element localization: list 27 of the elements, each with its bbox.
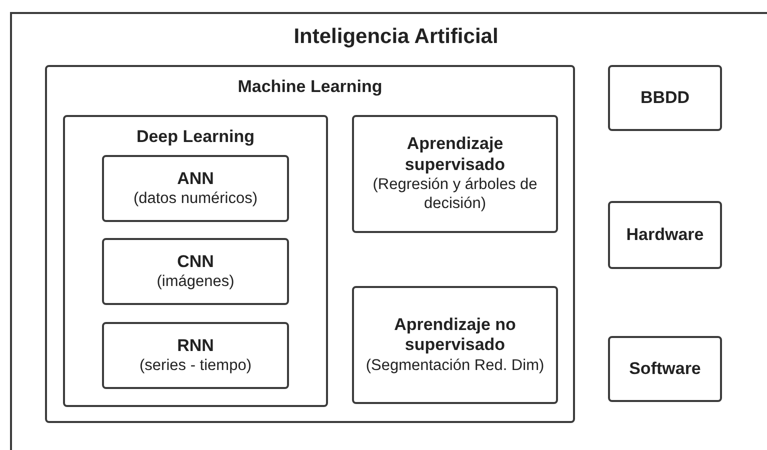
box-description: (Regresión y árboles de decisión) bbox=[372, 175, 538, 214]
process-box bbox=[102, 238, 289, 305]
process-box bbox=[102, 322, 289, 389]
box-description: (datos numéricos) bbox=[133, 189, 258, 208]
process-box bbox=[352, 115, 558, 233]
process-box bbox=[608, 201, 722, 269]
box-heading: ANN bbox=[177, 168, 214, 189]
process-box bbox=[102, 155, 289, 222]
process-box bbox=[352, 286, 558, 404]
box-heading: Inteligencia Artificial bbox=[294, 24, 498, 50]
box-description: (series - tiempo) bbox=[140, 356, 252, 376]
box-heading: Aprendizaje supervisado bbox=[404, 134, 506, 176]
process-box bbox=[608, 65, 722, 131]
box-heading: Hardware bbox=[626, 224, 704, 246]
box-heading: BBDD bbox=[640, 88, 690, 108]
box-heading: Machine Learning bbox=[238, 77, 382, 98]
box-description: (imágenes) bbox=[156, 272, 234, 292]
box-heading: Deep Learning bbox=[136, 127, 255, 148]
group-box bbox=[45, 65, 575, 423]
box-description: (Segmentación Red. Dim) bbox=[366, 356, 544, 376]
box-heading: CNN bbox=[177, 252, 214, 272]
process-box bbox=[608, 336, 722, 402]
box-heading: Software bbox=[629, 358, 701, 380]
group-box bbox=[10, 12, 767, 450]
box-heading: Aprendizaje no supervisado bbox=[393, 314, 517, 356]
box-heading: RNN bbox=[177, 336, 214, 356]
group-box bbox=[63, 115, 328, 407]
